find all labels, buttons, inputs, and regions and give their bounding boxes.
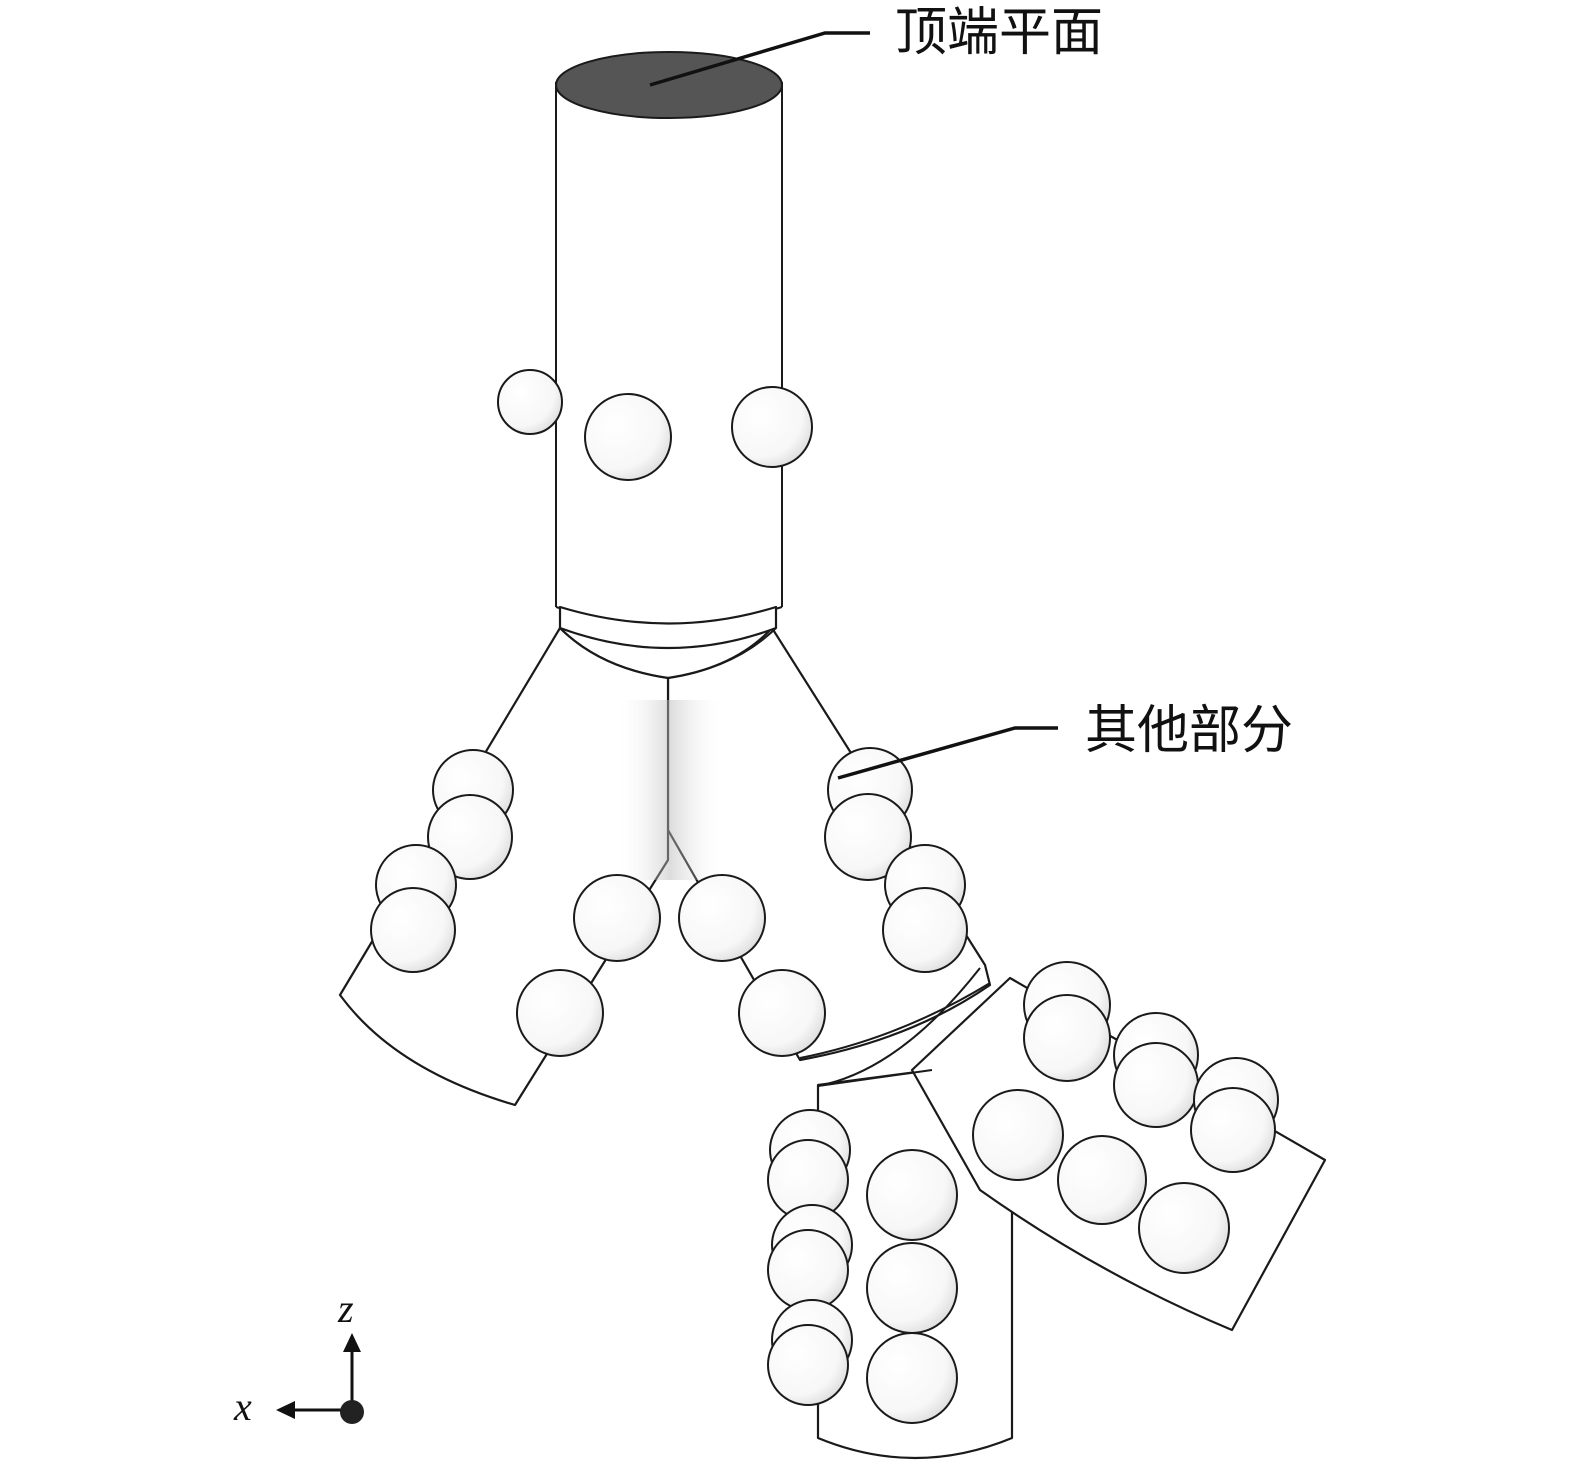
sphere-22 [972, 1089, 1064, 1181]
sphere-11 [882, 887, 968, 973]
coordinate-axes: z x [233, 1286, 364, 1429]
z-axis-label: z [337, 1286, 354, 1331]
main-trunk [555, 82, 783, 680]
sphere-23 [1057, 1135, 1147, 1225]
sphere-5 [427, 794, 513, 880]
sphere-19 [1113, 1042, 1199, 1128]
spheres [370, 369, 1279, 1424]
y-axis-dot-icon [340, 1400, 364, 1424]
top-plane-face [555, 51, 783, 119]
sphere-7 [370, 887, 456, 973]
sphere-31 [866, 1149, 958, 1241]
other-parts-callout: 其他部分 [837, 701, 1293, 780]
sphere-2 [584, 393, 672, 481]
sphere-13 [678, 874, 766, 962]
sphere-1 [497, 369, 563, 435]
other-parts-label: 其他部分 [1085, 701, 1293, 761]
sphere-9 [824, 793, 912, 881]
sphere-21 [1190, 1087, 1276, 1173]
sphere-30 [767, 1324, 849, 1406]
sphere-3 [731, 386, 813, 468]
top-plane-label: 顶端平面 [895, 3, 1103, 63]
sphere-17 [1023, 994, 1111, 1082]
crotch-shading [615, 700, 725, 880]
sphere-14 [516, 969, 604, 1057]
sphere-15 [738, 969, 826, 1057]
x-axis-label: x [233, 1384, 252, 1429]
sphere-12 [573, 874, 661, 962]
sphere-28 [767, 1229, 849, 1311]
z-axis-arrow-icon [343, 1333, 361, 1352]
top-plane-callout: 顶端平面 [649, 3, 1103, 87]
sphere-32 [866, 1242, 958, 1334]
sphere-33 [866, 1332, 958, 1424]
sphere-24 [1138, 1182, 1230, 1274]
x-axis-arrow-icon [276, 1401, 295, 1419]
